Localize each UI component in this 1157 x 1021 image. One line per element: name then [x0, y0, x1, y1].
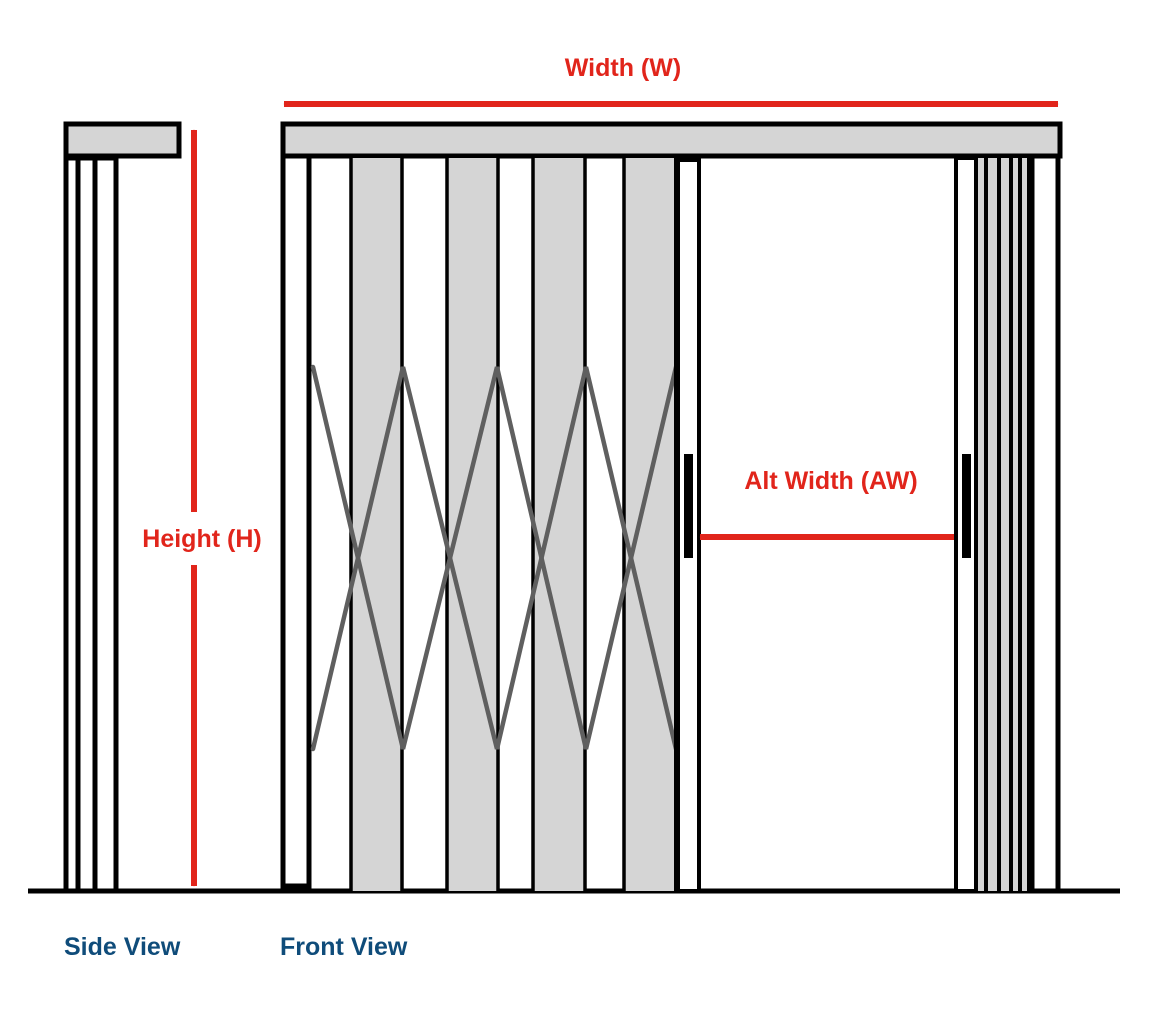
scissor-lattice	[310, 364, 679, 752]
side-view: Height (H)	[63, 121, 280, 891]
left-post	[280, 156, 312, 891]
side-view-caption: Side View	[64, 933, 181, 961]
gate-panel	[448, 158, 498, 891]
front-view-caption: Front View	[280, 933, 408, 961]
side-view-header-track	[63, 121, 182, 159]
height-label: Height (H)	[142, 525, 261, 553]
lead-post-handle	[684, 454, 693, 558]
gate-panels	[352, 158, 676, 891]
stacked-panels	[978, 158, 1032, 891]
alt-width-label: Alt Width (AW)	[744, 467, 917, 495]
gate-panel	[534, 158, 584, 891]
gate-panel	[625, 158, 676, 891]
receiver-post-handle	[962, 454, 971, 558]
width-label: Width (W)	[565, 54, 681, 82]
side-view-frame	[63, 155, 119, 891]
front-view-header-track	[280, 121, 1063, 159]
front-view: Width (W)	[280, 54, 1063, 893]
right-post	[1029, 156, 1061, 891]
gate-panel	[352, 158, 402, 891]
